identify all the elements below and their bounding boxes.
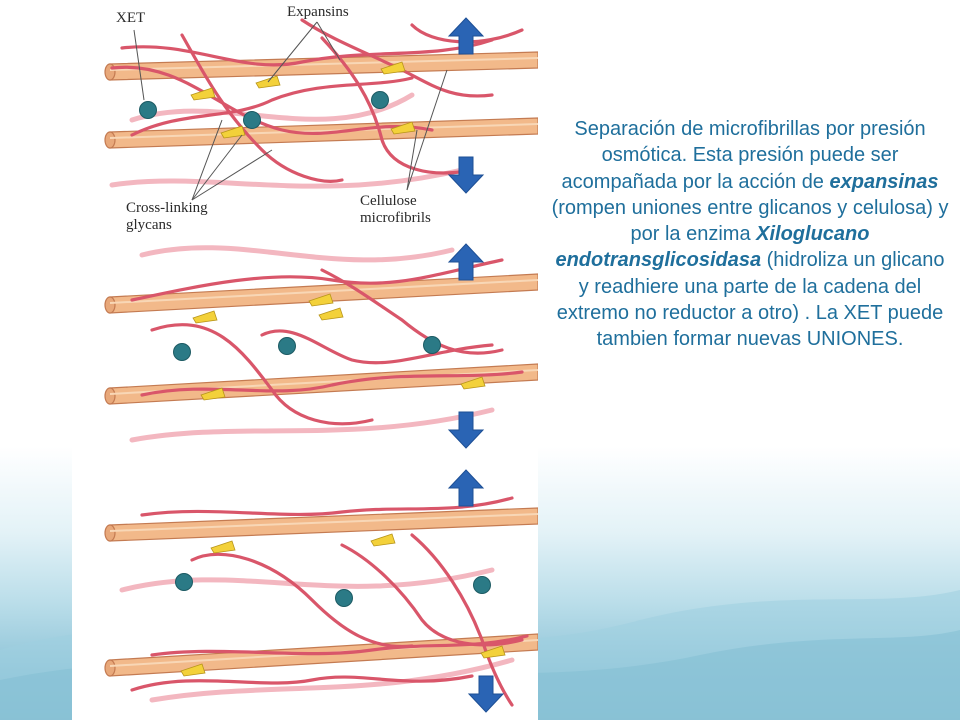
expansin-protein: [318, 307, 344, 321]
expansin-protein: [390, 121, 416, 135]
caption-part-1: Separación de microfibrillas por presión…: [561, 118, 926, 193]
expansion-arrow-down: [447, 156, 485, 194]
expansin-protein: [380, 61, 406, 75]
xet-enzyme: [371, 91, 389, 109]
cross-linking-glycan: [180, 33, 344, 183]
xet-enzyme: [139, 101, 157, 119]
xet-enzyme: [278, 337, 296, 355]
expansin-protein: [460, 376, 486, 390]
cell-wall-diagram: XET Expansins Cross-linking glycans Cell…: [72, 0, 538, 720]
cross-linking-glycan: [190, 552, 414, 649]
label-leader-line: [191, 134, 243, 201]
label-expansins: Expansins: [287, 4, 349, 20]
glycan-background: [129, 407, 495, 443]
expansin-protein: [308, 293, 334, 307]
cross-linking-glycan: [320, 36, 474, 175]
expansin-protein: [480, 645, 506, 659]
expansin-protein: [220, 125, 246, 139]
expansin-protein: [192, 310, 218, 324]
expansin-protein: [180, 663, 206, 677]
label-leader-line: [406, 69, 448, 191]
cross-linking-glycan: [130, 674, 474, 692]
expansin-protein: [370, 533, 396, 547]
label-cellulose: Cellulose: [360, 193, 417, 209]
cross-linking-glycan: [150, 634, 529, 657]
expansion-arrow-up: [447, 243, 485, 281]
caption-enzyme: Xiloglucano endotransglicosidasa: [555, 223, 870, 272]
cross-linking-glycan: [340, 543, 524, 647]
cross-linking-glycan: [320, 268, 504, 355]
xet-enzyme: [243, 111, 261, 129]
cross-linking-glycan: [410, 533, 514, 707]
microfibril-highlight: [109, 123, 538, 139]
expansin-protein: [200, 387, 226, 401]
cross-linking-glycan: [260, 329, 494, 365]
cross-linking-glycan: [140, 496, 514, 517]
caption-expansinas: expansinas: [829, 170, 939, 193]
cross-linking-glycan: [120, 38, 494, 67]
microfibril-end: [104, 659, 116, 677]
caption-part-3: (hidroliza un glicano y readhiere una pa…: [556, 249, 945, 351]
caption-part-2: (rompen uniones entre glicanos y celulos…: [551, 196, 949, 246]
label-cross-linking: Cross-linking: [126, 200, 208, 216]
xet-enzyme: [175, 573, 193, 591]
microfibril-end: [104, 387, 116, 405]
expansin-protein: [190, 87, 216, 101]
expansion-arrow-up: [447, 469, 485, 507]
cross-linking-glycan: [140, 370, 524, 397]
cross-linking-glycan: [150, 323, 374, 426]
microfibril-highlight: [109, 279, 538, 304]
label-microfibrils: microfibrils: [360, 210, 431, 226]
microfibril-end: [104, 296, 116, 314]
expansion-arrow-down: [447, 411, 485, 449]
glycan-background: [139, 245, 455, 263]
cross-linking-glycan: [130, 258, 504, 302]
label-leader-line: [406, 129, 418, 191]
expansin-protein: [210, 540, 236, 554]
label-leader-line: [191, 119, 223, 201]
cross-linking-glycan: [130, 76, 414, 137]
glycan-background: [149, 657, 515, 703]
caption-text: Separación de microfibrillas por presión…: [548, 116, 952, 353]
label-leader-line: [316, 21, 341, 61]
xet-enzyme: [423, 336, 441, 354]
label-xet: XET: [116, 10, 146, 26]
label-leader-line: [191, 149, 273, 201]
microfibril-highlight: [109, 513, 538, 532]
microfibril-end: [104, 131, 116, 149]
xet-enzyme: [473, 576, 491, 594]
glycan-background: [109, 167, 465, 189]
expansion-arrow-down: [467, 675, 505, 713]
glycan-background: [129, 92, 415, 123]
diagram-svg: [104, 17, 538, 713]
microfibril-highlight: [109, 57, 538, 71]
label-leader-line: [133, 29, 145, 101]
microfibril-end: [104, 524, 116, 542]
xet-enzyme: [335, 589, 353, 607]
label-leader-line: [267, 21, 318, 83]
xet-enzyme: [173, 343, 191, 361]
label-glycans: glycans: [126, 217, 172, 233]
expansion-arrow-up: [447, 17, 485, 55]
